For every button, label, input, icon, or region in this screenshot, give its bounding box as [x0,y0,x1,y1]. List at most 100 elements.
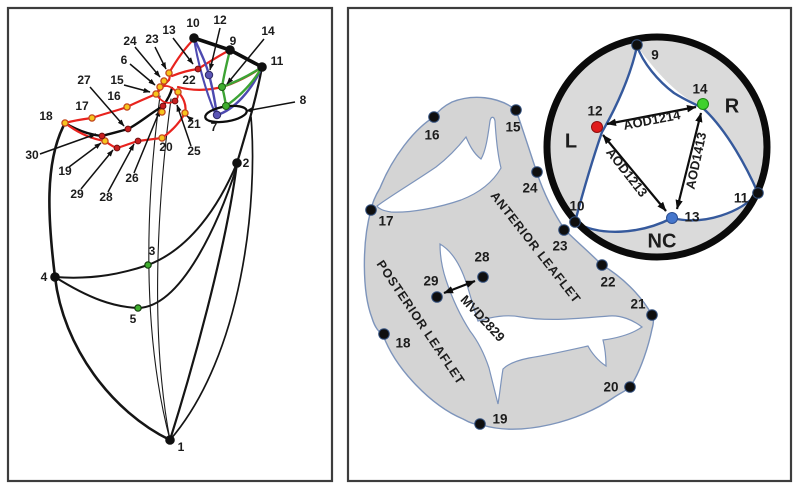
rp-label-14: 14 [692,82,708,97]
lp-point-24-dot [160,77,168,85]
lp-point-10-dot [189,33,199,43]
rp-cusp-curve-1 [635,44,760,195]
lp-label-1: 1 [178,440,185,454]
lp-label-2: 2 [243,156,250,170]
rp-label-28: 28 [474,250,490,265]
rp-point-24-dot [531,166,543,178]
rp-point-9-dot [631,39,643,51]
lp-curve-curve-4-5-2 [54,165,238,310]
rp-label-19: 19 [492,412,507,427]
lp-label-18: 18 [39,109,53,123]
lp-point-20-dot [158,134,166,142]
lp-label-7: 7 [211,120,218,134]
rp-measure-arrow-MVD2829 [443,279,476,295]
lp-point-4-dot [50,272,60,282]
lp-label-26: 26 [125,171,139,185]
rp-label-9: 9 [651,48,659,63]
lp-point-16-dot [123,103,131,111]
rp-measure-arrow-AOD1413 [675,112,703,210]
lp-leader-arrow-14 [176,104,192,147]
lp-leader-arrow-1 [154,46,167,70]
lp-curve-outline-2-1 [168,161,239,442]
lp-leader-arrow-5 [129,63,156,86]
rp-point-13-dot [666,212,678,224]
rp-label-22: 22 [600,275,615,290]
lp-label-8: 8 [300,93,307,107]
lp-point-21-dot [181,109,189,117]
lp-label-9: 9 [230,34,237,48]
lp-leader-arrow-7 [89,86,125,127]
lp-label-24: 24 [123,34,137,48]
lp-point-23-dot [165,69,173,77]
lp-label-15: 15 [110,73,124,87]
lp-curve-chord-b-to-apex [157,98,172,441]
lp-label-14: 14 [261,24,275,38]
rp-label-10: 10 [569,199,584,214]
lp-label-30: 30 [25,148,39,162]
lp-point-5-dot [134,304,142,312]
lp-point-29-dot [113,144,121,152]
rp-sinus-label-NC: NC [648,230,677,252]
lp-label-20: 20 [159,140,173,154]
lp-point-12-pt-dot [204,70,214,80]
rp-leaflet-gap-1 [439,242,644,405]
lp-label-11: 11 [271,54,284,68]
lp-label-6: 6 [121,53,128,67]
lp-point-7-dot [212,110,222,120]
lp-point-17-dot [88,114,96,122]
rp-measure-arrow-AOD1214 [606,105,697,126]
lp-point-27-dot [124,125,132,133]
lp-point-9-dot [225,45,235,55]
rp-point-20-dot [624,381,636,393]
rp-point-22-dot [596,259,608,271]
lp-leader-arrow-4 [226,38,265,85]
lp-curve-blue-10-7b [192,36,217,115]
lp-point-18-dot [61,119,69,127]
rp-leaflet-gap-0 [376,116,502,213]
lp-point-28-dot [134,137,142,145]
lp-label-21: 21 [187,117,201,131]
lp-label-4: 4 [41,270,48,284]
lp-label-12: 12 [213,13,227,27]
lp-label-13: 13 [162,23,176,37]
rp-point-11-dot [752,187,764,199]
lp-label-19: 19 [58,164,72,178]
rp-point-19-dot [474,418,486,430]
rp-label-13: 13 [684,210,700,225]
rp-aortic-ring [543,33,771,261]
lp-label-29: 29 [70,187,84,201]
lp-leader-arrow-3 [208,27,221,71]
lp-point-2-dot [232,158,242,168]
lp-point-26-dot [159,102,167,110]
lp-leader-arrow-8 [245,101,296,113]
rp-label-29: 29 [423,274,438,289]
lp-label-28: 28 [99,190,113,204]
rp-point-14-dot [697,98,709,110]
lp-point-1-dot [165,435,175,445]
rp-label-24: 24 [522,181,538,196]
rp-point-15-dot [510,104,522,116]
lp-label-5: 5 [130,312,137,326]
lp-label-16: 16 [107,89,121,103]
lp-point-annulus-x-dot [158,108,166,116]
rp-label-12: 12 [587,104,602,119]
rp-label-17: 17 [378,214,393,229]
lp-point-6-dot [156,83,164,91]
lp-point-3-dot [144,261,152,269]
lp-point-14-pt-dot [218,83,226,91]
rp-point-17-dot [365,204,377,216]
lp-label-23: 23 [145,32,159,46]
lp-point-aux-green-dot [222,102,230,110]
lp-leader-arrow-0 [134,46,161,78]
rp-label-16: 16 [424,128,440,143]
lp-leader-arrow-13 [133,109,161,174]
lp-point-13-pt-dot [194,65,202,73]
rp-cusp-curve-0 [573,44,639,224]
lp-label-10: 10 [186,16,200,30]
lp-point-25-dot [171,97,179,105]
lp-point-19-dot [101,137,109,145]
rp-label-20: 20 [603,380,618,395]
